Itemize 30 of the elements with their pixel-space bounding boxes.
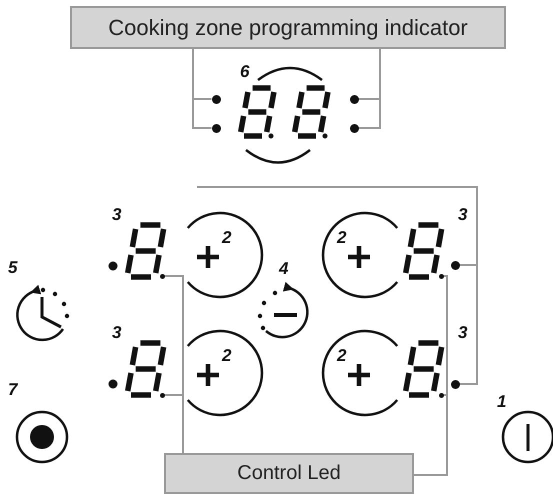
indicator-dot — [350, 124, 358, 132]
callout-number: 4 — [279, 260, 288, 277]
leader-line — [358, 49, 381, 129]
indicator-dot — [212, 94, 220, 104]
decimal-point — [160, 392, 164, 398]
leader-line — [164, 394, 184, 453]
callout-number: 3 — [458, 324, 468, 341]
indicator-dot — [450, 380, 460, 388]
callout-number: 7 — [8, 381, 18, 398]
callout-number: 2 — [337, 229, 346, 246]
callout-number: 2 — [337, 347, 346, 364]
indicator-dot — [350, 94, 358, 104]
decimal-point — [160, 274, 164, 278]
callout-number: 2 — [222, 347, 232, 364]
indicator-dot — [212, 124, 220, 132]
decimal-point — [438, 274, 444, 278]
leader-line — [414, 394, 448, 476]
callout-number: 1 — [497, 393, 506, 410]
label-box: Cooking zone programming indicator — [70, 6, 506, 49]
callout-number: 5 — [8, 259, 18, 276]
callout-number: 3 — [112, 206, 122, 223]
leader-line — [197, 186, 478, 385]
callout-number: 2 — [222, 229, 232, 246]
decimal-point — [438, 392, 444, 398]
callout-number: 3 — [112, 324, 122, 341]
callout-number: 6 — [240, 63, 250, 80]
callout-number: 3 — [458, 206, 468, 223]
indicator-dot — [450, 260, 460, 270]
leader-line — [192, 49, 212, 129]
label-box: Control Led — [164, 453, 414, 494]
